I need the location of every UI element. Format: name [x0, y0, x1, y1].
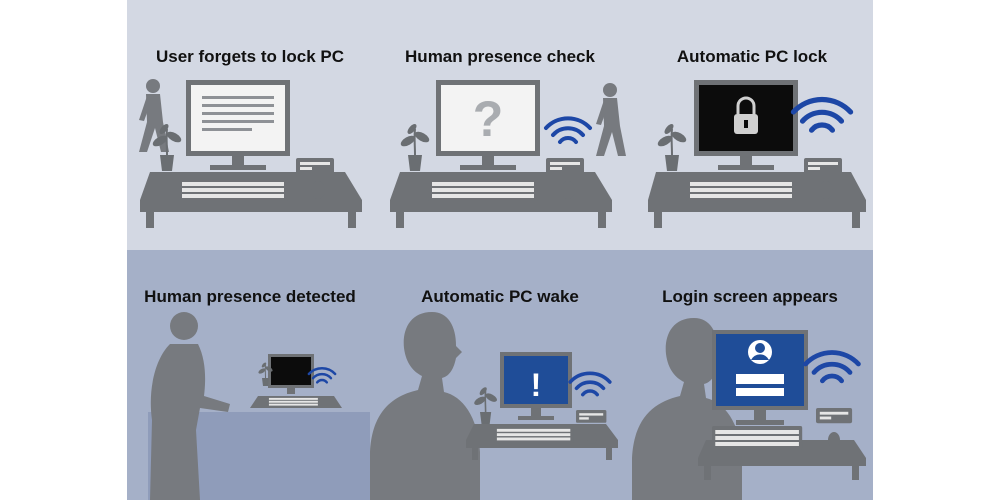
exclamation-icon: ! — [531, 367, 542, 403]
panel-caption: Automatic PC wake — [421, 287, 579, 306]
monitor — [694, 80, 798, 170]
panel-caption: Human presence check — [405, 47, 595, 66]
presence-sensor-icon — [576, 410, 607, 423]
panel-caption: Human presence detected — [144, 287, 356, 306]
monitor — [186, 80, 290, 170]
monitor: ! — [500, 352, 572, 420]
text-lines-icon — [202, 96, 274, 131]
mouse-icon — [828, 432, 840, 448]
presence-sensor-icon — [804, 158, 842, 174]
keyboard-icon — [686, 178, 796, 202]
panel-caption: User forgets to lock PC — [156, 47, 344, 66]
monitor — [712, 330, 808, 425]
panel-presence-check: Human presence check ? — [390, 47, 626, 228]
panel-user-forgets: User forgets to lock PC — [139, 47, 362, 228]
counter — [148, 412, 370, 420]
presence-sensor-icon — [296, 158, 334, 174]
panel-automatic-lock: Automatic PC lock — [648, 47, 866, 228]
keyboard-icon — [712, 426, 803, 450]
password-field — [736, 388, 784, 396]
panel-login-screen: Login screen appears — [632, 287, 866, 500]
presence-sensor-icon — [546, 158, 584, 174]
keyboard-icon — [494, 426, 574, 444]
username-field — [736, 374, 784, 384]
panel-automatic-wake: Automatic PC wake ! — [370, 287, 618, 500]
panel-caption: Automatic PC lock — [677, 47, 828, 66]
monitor: ? — [436, 80, 540, 170]
question-mark-icon: ? — [473, 91, 504, 147]
mouse-icon — [819, 181, 833, 199]
mouse-icon — [587, 432, 597, 444]
keyboard-icon — [178, 178, 288, 202]
keyboard-icon — [267, 396, 320, 408]
monitor — [268, 354, 314, 394]
presence-sensor-icon — [816, 408, 853, 424]
panel-presence-detected: Human presence detected — [144, 287, 370, 500]
mouse-icon — [311, 181, 325, 199]
login-form — [736, 340, 784, 396]
keyboard-icon — [428, 178, 538, 202]
mouse-icon — [561, 181, 575, 199]
padlock-icon — [734, 96, 758, 134]
person-approaching — [150, 312, 230, 500]
panel-caption: Login screen appears — [662, 287, 838, 306]
